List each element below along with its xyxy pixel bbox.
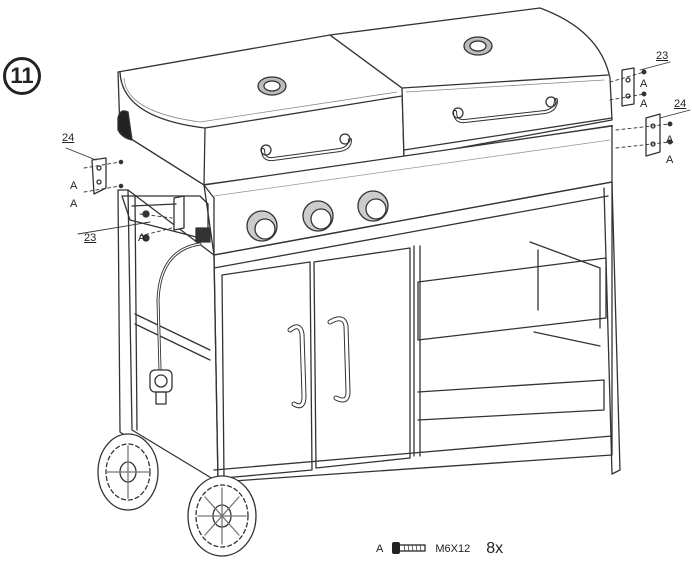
- left-bracket-23: [121, 195, 211, 243]
- screw-icon: [391, 541, 427, 558]
- callout-a-left-3: A: [138, 232, 146, 244]
- right-bracket-24: [615, 113, 673, 157]
- open-shelf: [413, 241, 607, 457]
- left-bracket-24: [83, 157, 124, 195]
- thermometers: [257, 36, 493, 96]
- callout-a-left-1: A: [70, 180, 78, 192]
- wheel-back: [97, 433, 159, 511]
- cabinet-door-right: [313, 247, 411, 469]
- step-number-badge: 11: [3, 57, 41, 95]
- hardware-letter: A: [376, 543, 384, 555]
- hardware-legend: A M6X12 8x: [376, 540, 503, 558]
- door-handles: [287, 316, 351, 409]
- side-vent: [117, 110, 133, 141]
- callout-24-right: 24: [674, 98, 687, 110]
- hardware-spec: M6X12: [435, 543, 471, 555]
- control-panel: [203, 125, 613, 256]
- callout-a-right-4: A: [666, 154, 674, 166]
- hardware-quantity: 8x: [486, 540, 504, 557]
- callout-a-right-1: A: [640, 78, 648, 90]
- callout-a-right-2: A: [640, 98, 648, 110]
- gas-hose: [149, 242, 202, 405]
- callout-a-right-3: A: [666, 134, 674, 146]
- callout-a-left-2: A: [70, 198, 78, 210]
- callout-23-left: 23: [84, 232, 97, 244]
- callout-leaders: [65, 61, 691, 235]
- right-bracket-23: [609, 67, 647, 107]
- wheel-front: [187, 475, 257, 557]
- lid-handles: [260, 96, 558, 162]
- cabinet-door-left: [221, 261, 313, 479]
- callout-23-right: 23: [656, 50, 669, 62]
- callout-24-left: 24: [62, 132, 75, 144]
- cart-front: [213, 181, 621, 483]
- control-knobs: [246, 190, 389, 242]
